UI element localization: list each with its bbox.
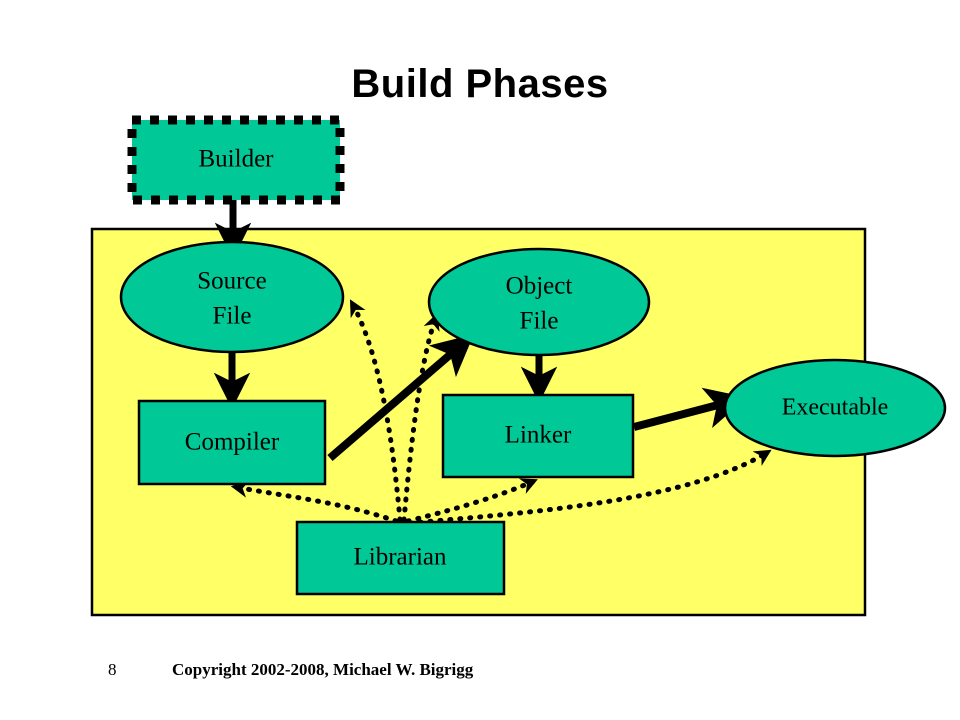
node-source-file[interactable]: Source File [119,240,345,354]
node-linker[interactable]: Linker [441,393,635,479]
node-librarian[interactable]: Librarian [295,520,506,596]
edge-librarian-to-object-file [401,313,440,523]
page-number: 8 [108,660,117,679]
node-compiler[interactable]: Compiler [137,399,327,486]
edge-librarian-to-linker [405,478,538,524]
copyright-notice: Copyright 2002-2008, Michael W. Bigrigg [172,660,474,679]
footer: 8 Copyright 2002-2008, Michael W. Bigrig… [0,660,960,686]
edge-librarian-to-compiler [230,480,399,524]
page-title: Build Phases [351,62,609,106]
node-object-file[interactable]: Object File [427,247,651,357]
edge-librarian-to-executable [407,449,772,526]
node-executable[interactable]: Executable [723,358,947,458]
node-builder[interactable]: Builder [127,115,345,205]
edge-compiler-to-object-file [327,334,474,462]
edge-librarian-to-source-file [349,299,403,523]
edge-linker-to-executable [632,387,748,431]
